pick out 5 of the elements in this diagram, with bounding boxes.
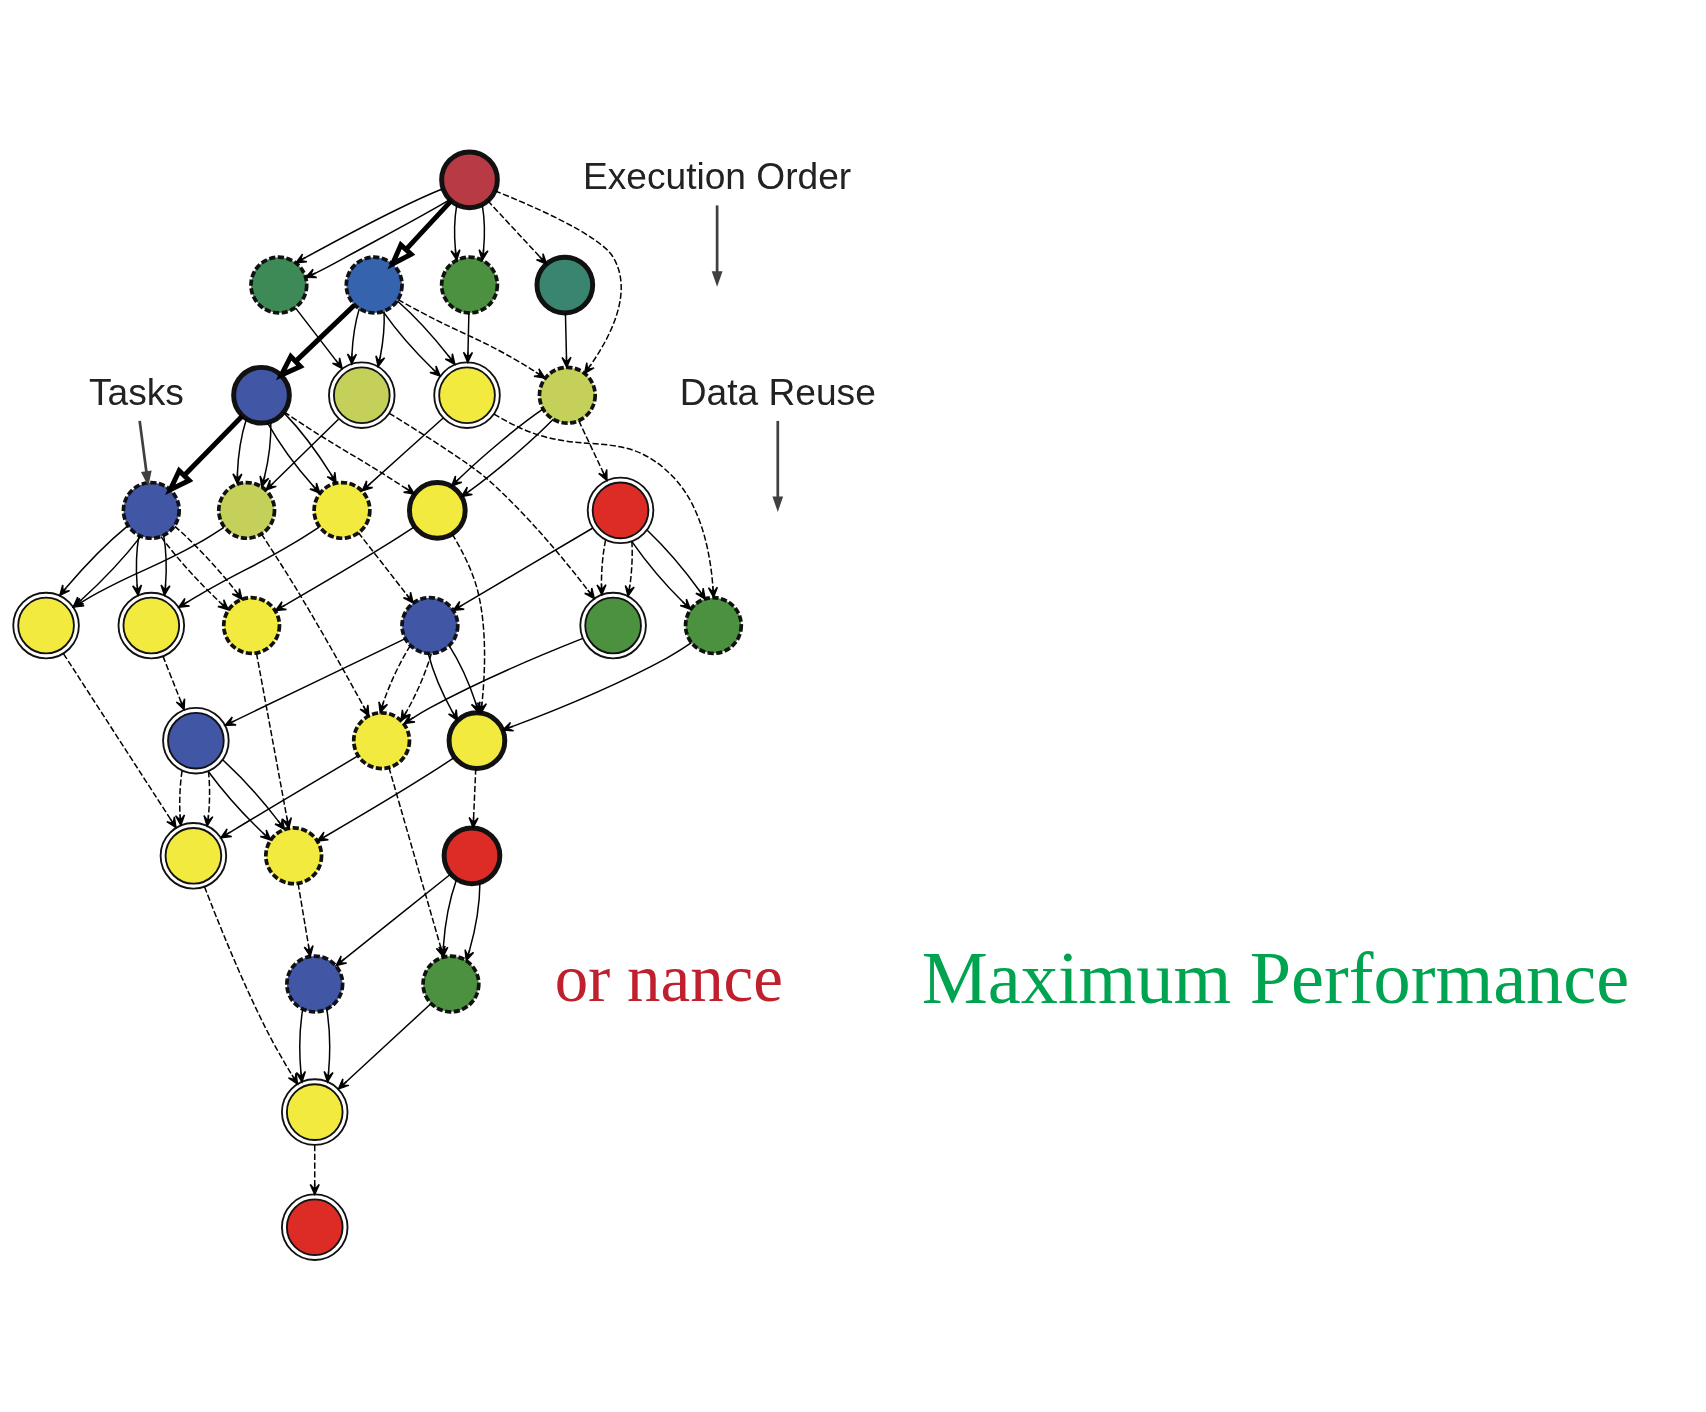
label: Maximum Performance xyxy=(921,936,1630,1019)
node-text: Data Reuse xyxy=(679,370,876,413)
label: or nance xyxy=(554,940,783,1015)
node-text: Execution Order xyxy=(582,155,852,198)
node-text: Tasks xyxy=(89,370,184,413)
